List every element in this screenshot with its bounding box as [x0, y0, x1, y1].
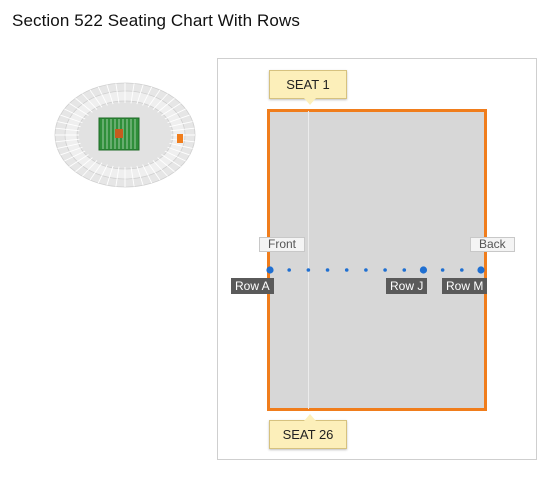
section-divider [157, 157, 175, 173]
front-label: Front [259, 237, 306, 252]
row-label-a: Row A [231, 278, 274, 294]
section-divider [167, 114, 190, 124]
row-label-m: Row M [442, 278, 488, 294]
section-divider [89, 162, 103, 181]
section-divider [136, 84, 144, 105]
section-divider [106, 84, 114, 105]
section-divider [147, 89, 161, 108]
section-divider [152, 93, 168, 110]
section-divider [60, 114, 83, 124]
section-divider [75, 97, 93, 113]
section-divider [89, 89, 103, 108]
section-divider [115, 166, 120, 187]
section-divider [161, 154, 181, 168]
back-label: Back [470, 237, 515, 252]
section-divider [69, 154, 89, 168]
section-divider [64, 108, 86, 120]
section-divider [55, 138, 80, 143]
section-divider [57, 142, 81, 149]
section-seating-area [267, 109, 487, 411]
section-divider [115, 83, 120, 104]
section-divider [157, 97, 175, 113]
seat-column-line [308, 111, 309, 409]
section-divider [170, 127, 195, 132]
section-divider [161, 102, 181, 116]
section-divider [75, 157, 93, 173]
highlighted-section-marker [177, 134, 183, 143]
section-divider [164, 150, 186, 162]
section-divider [97, 164, 108, 184]
section-divider [106, 165, 114, 186]
section-divider [142, 164, 153, 184]
section-divider [55, 127, 80, 132]
section-divider [152, 160, 168, 177]
section-divider [167, 146, 190, 156]
section-divider [164, 108, 186, 120]
section-divider [169, 142, 193, 149]
section-detail-panel: SEAT 1 SEAT 26 Front Back Row A Row J Ro… [217, 58, 537, 460]
section-divider [147, 162, 161, 181]
seat-first-callout: SEAT 1 [269, 70, 347, 105]
section-divider [97, 86, 108, 106]
section-divider [136, 165, 144, 186]
section-divider [60, 146, 83, 156]
section-divider [64, 150, 86, 162]
page-title: Section 522 Seating Chart With Rows [12, 11, 300, 30]
section-divider [82, 160, 98, 177]
section-divider [130, 166, 135, 187]
stadium-overview-map[interactable] [52, 82, 198, 192]
row-label-j: Row J [386, 278, 428, 294]
field-logo [115, 129, 123, 138]
section-divider [69, 102, 89, 116]
section-divider [169, 121, 193, 128]
section-divider [82, 93, 98, 110]
section-divider [142, 86, 153, 106]
section-divider [130, 83, 135, 104]
section-divider [57, 121, 81, 128]
seat-last-callout: SEAT 26 [269, 414, 347, 449]
